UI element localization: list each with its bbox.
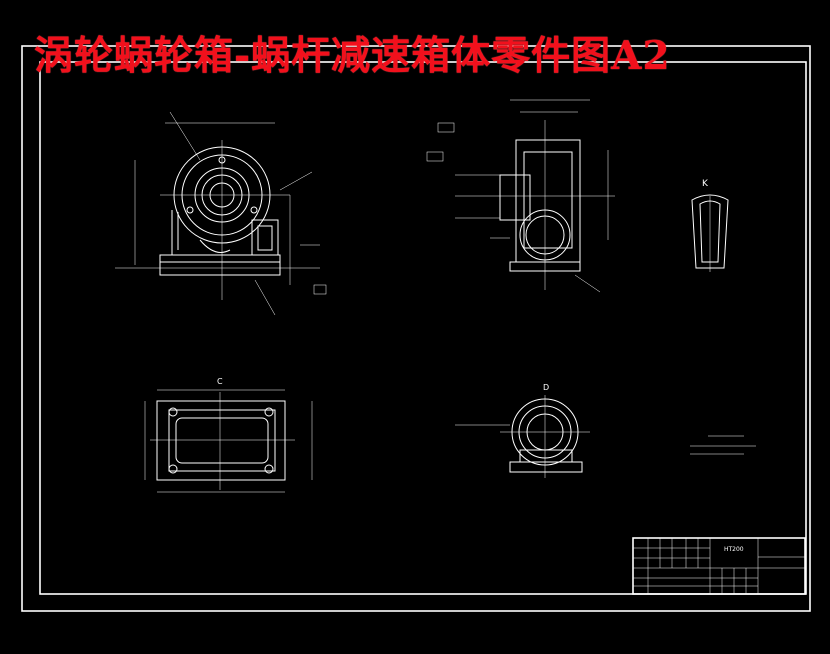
- aux-view-label: D: [543, 383, 549, 392]
- section-k-label: K: [702, 179, 709, 189]
- outer-frame: [21, 45, 811, 612]
- title-block: HT200: [632, 537, 806, 595]
- front-view: [115, 111, 327, 316]
- bottom-view: C: [144, 377, 313, 493]
- section-k: K: [691, 179, 729, 272]
- side-section-view: [426, 99, 615, 293]
- bottom-view-label: C: [217, 377, 223, 386]
- technical-notes: [690, 435, 756, 455]
- material-label: HT200: [724, 546, 744, 553]
- aux-view: D: [455, 383, 590, 478]
- inner-frame: [39, 61, 807, 595]
- drawing-title: 涡轮蜗轮箱-蜗杆减速箱体零件图A2: [34, 33, 671, 79]
